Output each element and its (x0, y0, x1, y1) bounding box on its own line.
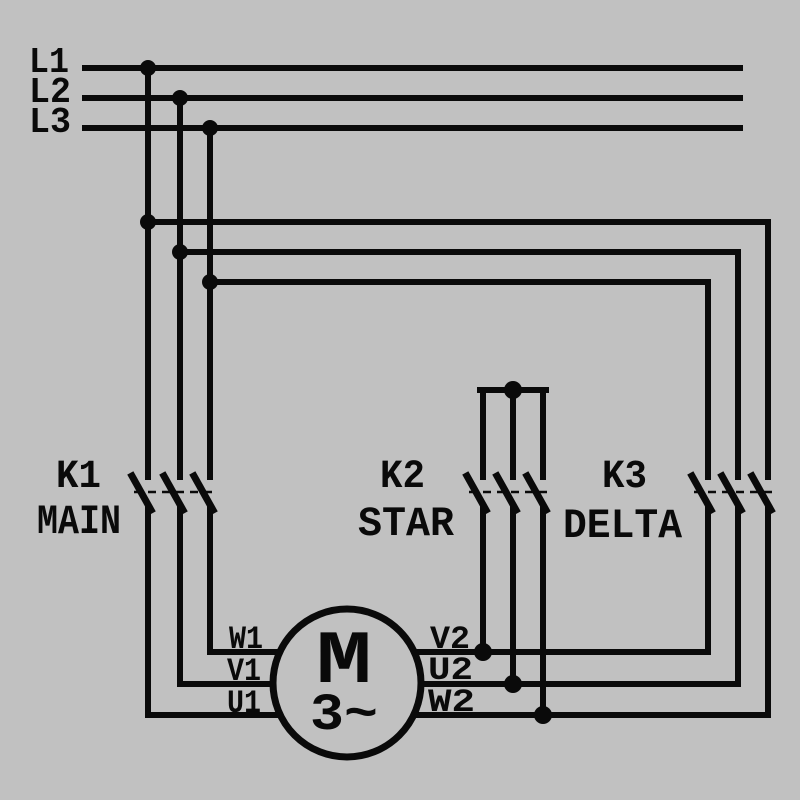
wire-layer (82, 65, 771, 761)
k1-output-w1-wire (207, 504, 283, 655)
junction-dot-k2-v2 (474, 643, 492, 661)
motor-w2-to-k3-wire (411, 504, 771, 718)
motor-u2-to-k3-wire (418, 504, 741, 687)
k1-pole3-contact-blade (189, 471, 218, 515)
terminal-v1-label: V1 (227, 653, 261, 690)
motor-phase-label: 3~ (310, 686, 378, 745)
junction-dot-l3-branch (202, 274, 218, 290)
k2-id-label: K2 (380, 455, 425, 500)
k3-id-label: K3 (602, 455, 647, 500)
junction-layer (140, 60, 552, 724)
k3-pole2-contact-blade (717, 471, 746, 515)
terminal-v2-label: V2 (430, 621, 470, 658)
junction-dot-star-point (504, 381, 522, 399)
junction-dot-l3-tap (202, 120, 218, 136)
motor-v2-to-k3-wire (411, 504, 711, 655)
motor-circle (269, 605, 425, 761)
junction-dot-l2-branch (172, 244, 188, 260)
l3-to-k3-branch (207, 279, 711, 480)
motor-symbol-label: M (316, 620, 372, 705)
l3-label: L3 (29, 102, 71, 143)
l2-to-k3-branch (177, 249, 741, 480)
junction-dot-k2-u2 (504, 675, 522, 693)
k1-id-label: K1 (56, 455, 101, 500)
label-layer: L1 L2 L3 K1 MAIN K2 STAR K3 DELTA W1 V1 … (29, 42, 683, 745)
k1-pole2-contact-blade (159, 471, 188, 515)
junction-dot-l2-tap (172, 90, 188, 106)
contact-layer (127, 471, 776, 515)
terminal-w2-label: W2 (428, 684, 475, 721)
k3-pole3-contact-blade (747, 471, 776, 515)
l2-label: L2 (29, 72, 71, 113)
l1-label: L1 (29, 42, 69, 83)
l1-to-k3-branch (145, 219, 771, 480)
k2-pole2-contact-blade (492, 471, 521, 515)
terminal-u1-label: U1 (227, 685, 261, 722)
junction-dot-l1-branch (140, 214, 156, 230)
k1-output-u1-wire (145, 504, 283, 718)
junction-dot-k2-w2 (534, 706, 552, 724)
junction-dot-l1-tap (140, 60, 156, 76)
k1-name-label: MAIN (37, 498, 121, 546)
terminal-u2-label: U2 (428, 652, 473, 689)
k1-output-v1-wire (177, 504, 276, 687)
k2-name-label: STAR (358, 500, 455, 548)
k3-name-label: DELTA (563, 502, 683, 550)
k2-pole3-contact-blade (522, 471, 551, 515)
terminal-w1-label: W1 (229, 621, 263, 658)
